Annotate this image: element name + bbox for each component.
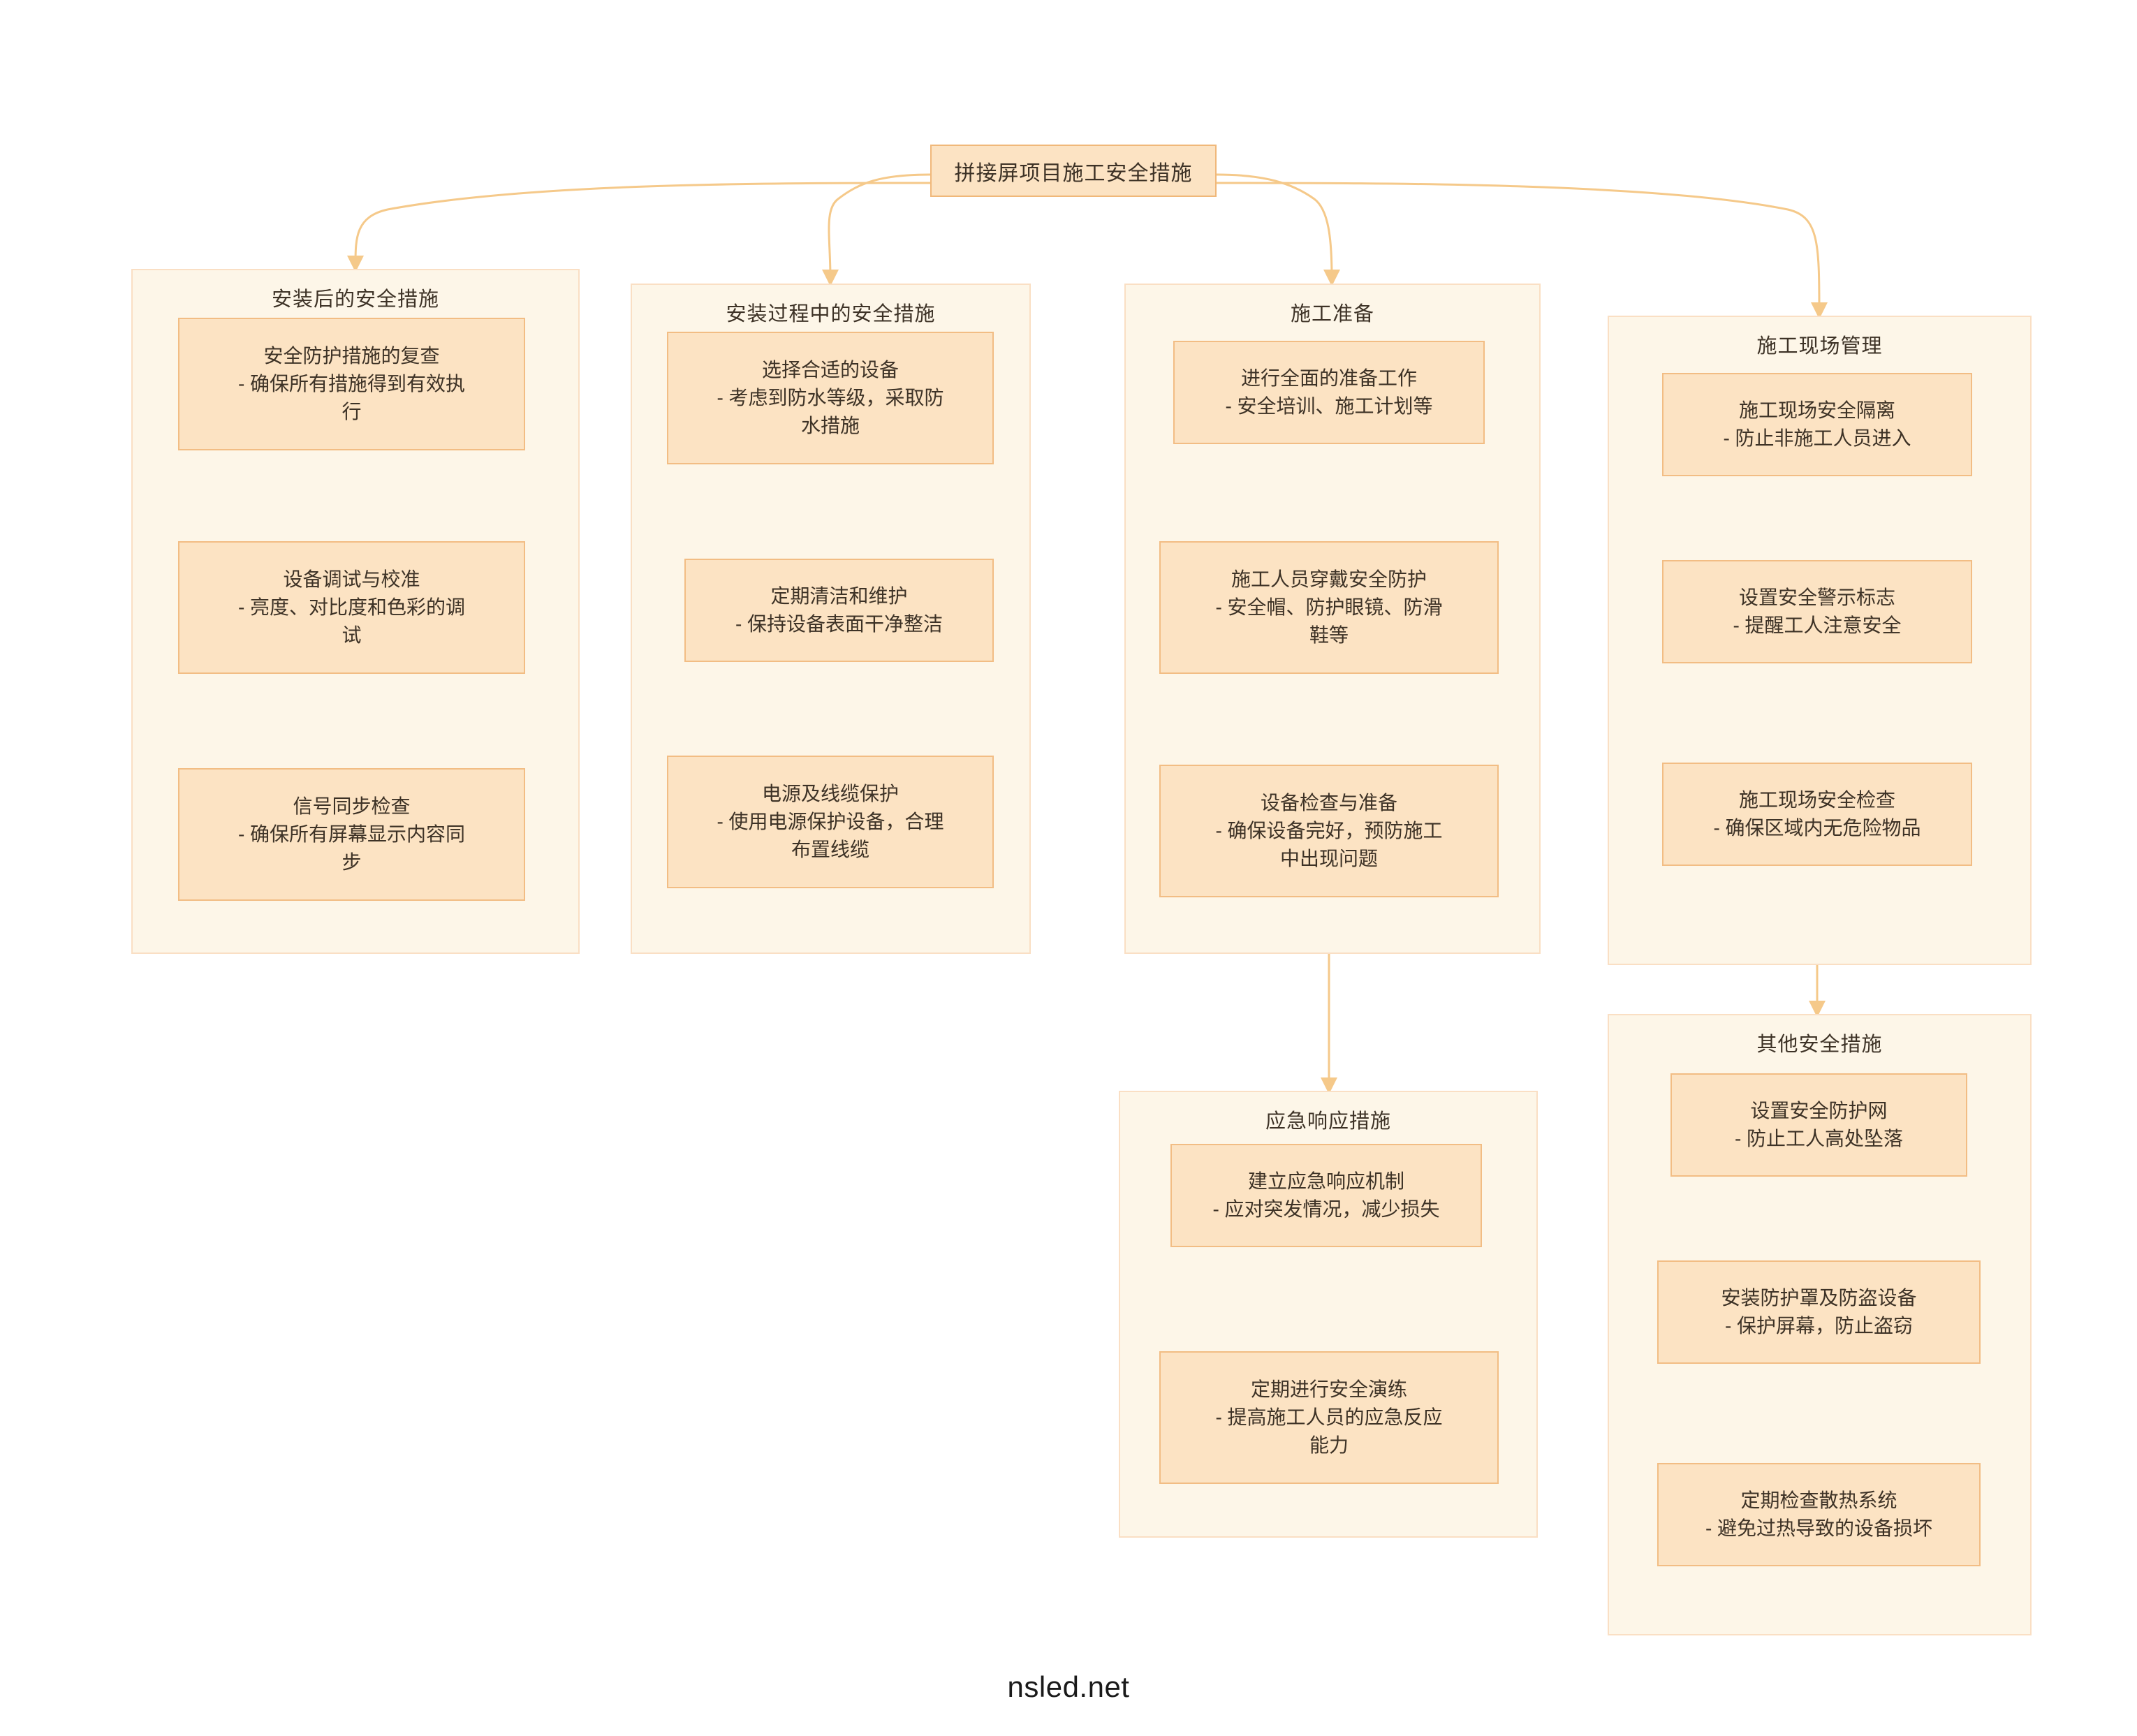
node-line: - 提醒工人注意安全 — [1733, 615, 1902, 636]
node-line: 施工现场安全隔离 — [1738, 399, 1895, 422]
node-line: - 防止非施工人员进入 — [1723, 427, 1911, 449]
node-line: - 安全帽、防护眼镜、防滑 — [1215, 596, 1443, 619]
cluster-post-install-title: 安装后的安全措施 — [271, 288, 439, 311]
node-line: 定期检查散热系统 — [1740, 1489, 1897, 1512]
node-line: 施工人员穿戴安全防护 — [1231, 568, 1427, 591]
node-line: 设备检查与准备 — [1260, 792, 1397, 814]
cluster-site-mgmt-title: 施工现场管理 — [1756, 335, 1883, 358]
node-line: - 亮度、对比度和色彩的调 — [237, 596, 466, 619]
node-line: 定期清洁和维护 — [770, 585, 908, 608]
node-line: - 提高施工人员的应急反应 — [1215, 1406, 1443, 1429]
node-line: - 防止工人高处坠落 — [1734, 1128, 1904, 1149]
node-emergency-mechanism[interactable]: 建立应急响应机制 - 应对突发情况，减少损失 — [1170, 1144, 1482, 1247]
node-line: 试 — [342, 624, 362, 646]
node-line: 能力 — [1309, 1434, 1349, 1456]
node-select-equipment[interactable]: 选择合适的设备 - 考虑到防水等级，采取防 水措施 — [667, 332, 994, 464]
node-line: - 避免过热导致的设备损坏 — [1705, 1517, 1933, 1539]
node-line: 设备调试与校准 — [283, 568, 420, 591]
node-equipment-inspection[interactable]: 设备检查与准备 - 确保设备完好，预防施工 中出现问题 — [1159, 765, 1499, 897]
node-line: 电源及线缆保护 — [761, 783, 899, 805]
node-line: 步 — [342, 851, 362, 873]
node-line: - 确保区域内无危险物品 — [1713, 817, 1921, 839]
node-cover-antitheft[interactable]: 安装防护罩及防盗设备 - 保护屏幕，防止盗窃 — [1657, 1260, 1981, 1364]
node-line: 建立应急响应机制 — [1247, 1170, 1404, 1193]
node-signal-sync-check[interactable]: 信号同步检查 - 确保所有屏幕显示内容同 步 — [178, 768, 525, 901]
node-line: - 保护屏幕，防止盗窃 — [1724, 1315, 1914, 1337]
node-line: 设置安全防护网 — [1750, 1100, 1888, 1122]
cluster-prep-title: 施工准备 — [1290, 303, 1374, 325]
footer-watermark: nsled.net — [1007, 1670, 1130, 1703]
node-cooling-system-check[interactable]: 定期检查散热系统 - 避免过热导致的设备损坏 — [1657, 1463, 1981, 1566]
node-line: 水措施 — [800, 414, 860, 436]
root-node-label: 拼接屏项目施工安全措施 — [954, 161, 1193, 185]
node-line: 鞋等 — [1309, 624, 1349, 646]
edge-root-to-prep — [1216, 173, 1340, 286]
node-full-preparation[interactable]: 进行全面的准备工作 - 安全培训、施工计划等 — [1173, 341, 1485, 444]
node-line: 施工现场安全检查 — [1738, 789, 1895, 811]
node-line: 定期进行安全演练 — [1250, 1378, 1407, 1401]
node-site-isolation[interactable]: 施工现场安全隔离 - 防止非施工人员进入 — [1662, 373, 1972, 476]
node-power-cable-protection[interactable]: 电源及线缆保护 - 使用电源保护设备，合理 布置线缆 — [667, 756, 994, 888]
node-safety-drill[interactable]: 定期进行安全演练 - 提高施工人员的应急反应 能力 — [1159, 1351, 1499, 1484]
edge-root-to-post-install — [347, 182, 931, 272]
node-line: 设置安全警示标志 — [1738, 587, 1895, 609]
node-line: - 安全培训、施工计划等 — [1225, 395, 1433, 417]
node-line: 选择合适的设备 — [761, 359, 899, 381]
node-safety-recheck[interactable]: 安全防护措施的复查 - 确保所有措施得到有效执 行 — [178, 318, 525, 450]
node-line: - 保持设备表面干净整洁 — [735, 613, 943, 635]
node-safety-net[interactable]: 设置安全防护网 - 防止工人高处坠落 — [1670, 1073, 1967, 1177]
cluster-during-install-title: 安装过程中的安全措施 — [726, 303, 936, 325]
node-regular-cleaning[interactable]: 定期清洁和维护 - 保持设备表面干净整洁 — [684, 559, 994, 662]
root-node[interactable]: 拼接屏项目施工安全措施 — [930, 145, 1217, 197]
node-line: 信号同步检查 — [293, 795, 411, 818]
node-device-calibration[interactable]: 设备调试与校准 - 亮度、对比度和色彩的调 试 — [178, 541, 525, 674]
node-line: - 确保设备完好，预防施工 — [1215, 820, 1443, 842]
cluster-emergency-title: 应急响应措施 — [1265, 1110, 1391, 1133]
node-line: 行 — [342, 400, 362, 422]
edge-root-to-during-install — [821, 173, 931, 286]
node-line: 安全防护措施的复查 — [263, 345, 440, 367]
node-line: - 应对突发情况，减少损失 — [1212, 1198, 1440, 1220]
node-line: - 确保所有屏幕显示内容同 — [237, 823, 466, 846]
cluster-other-title: 其他安全措施 — [1756, 1033, 1883, 1056]
node-site-safety-inspection[interactable]: 施工现场安全检查 - 确保区域内无危险物品 — [1662, 763, 1972, 866]
node-line: 进行全面的准备工作 — [1240, 367, 1417, 390]
node-line: 中出现问题 — [1279, 847, 1378, 869]
node-line: 布置线缆 — [791, 838, 869, 860]
node-line: - 确保所有措施得到有效执 — [237, 373, 466, 395]
node-warning-signs[interactable]: 设置安全警示标志 - 提醒工人注意安全 — [1662, 560, 1972, 663]
node-line: - 使用电源保护设备，合理 — [717, 811, 944, 833]
node-line: - 考虑到防水等级，采取防 — [717, 387, 944, 409]
node-worker-ppe[interactable]: 施工人员穿戴安全防护 - 安全帽、防护眼镜、防滑 鞋等 — [1159, 541, 1499, 674]
node-line: 安装防护罩及防盗设备 — [1721, 1287, 1917, 1309]
